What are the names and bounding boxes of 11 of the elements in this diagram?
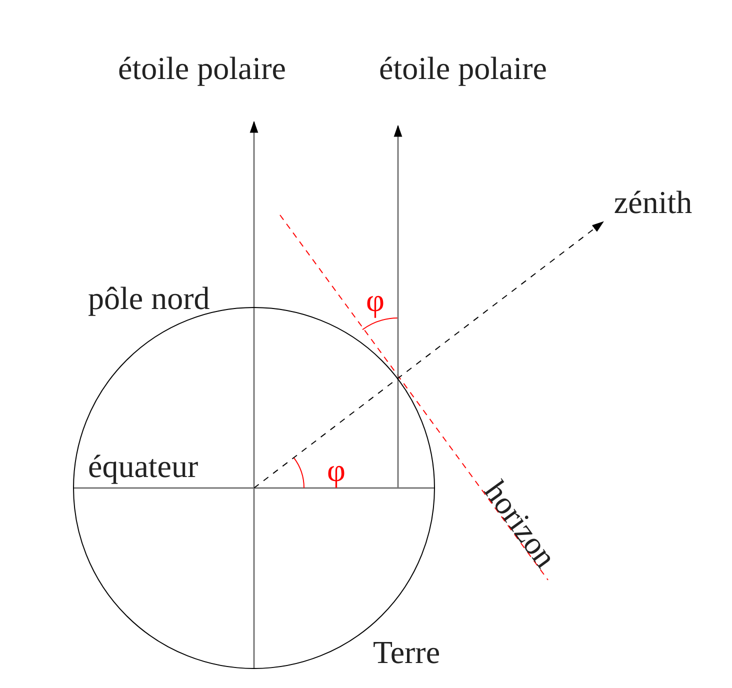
- earth-label: Terre: [373, 634, 440, 670]
- pole-label: pôle nord: [88, 280, 210, 316]
- angle-label: φ: [327, 452, 346, 488]
- direction-label: étoile polaire: [359, 50, 567, 86]
- arrow: [394, 124, 402, 488]
- direction-label: zénith: [603, 184, 703, 220]
- arrow: [250, 120, 258, 669]
- arrow: [254, 221, 604, 488]
- angle-label: φ: [366, 282, 384, 318]
- equator-label: équateur: [88, 448, 198, 484]
- direction-label: étoile polaire: [100, 50, 304, 86]
